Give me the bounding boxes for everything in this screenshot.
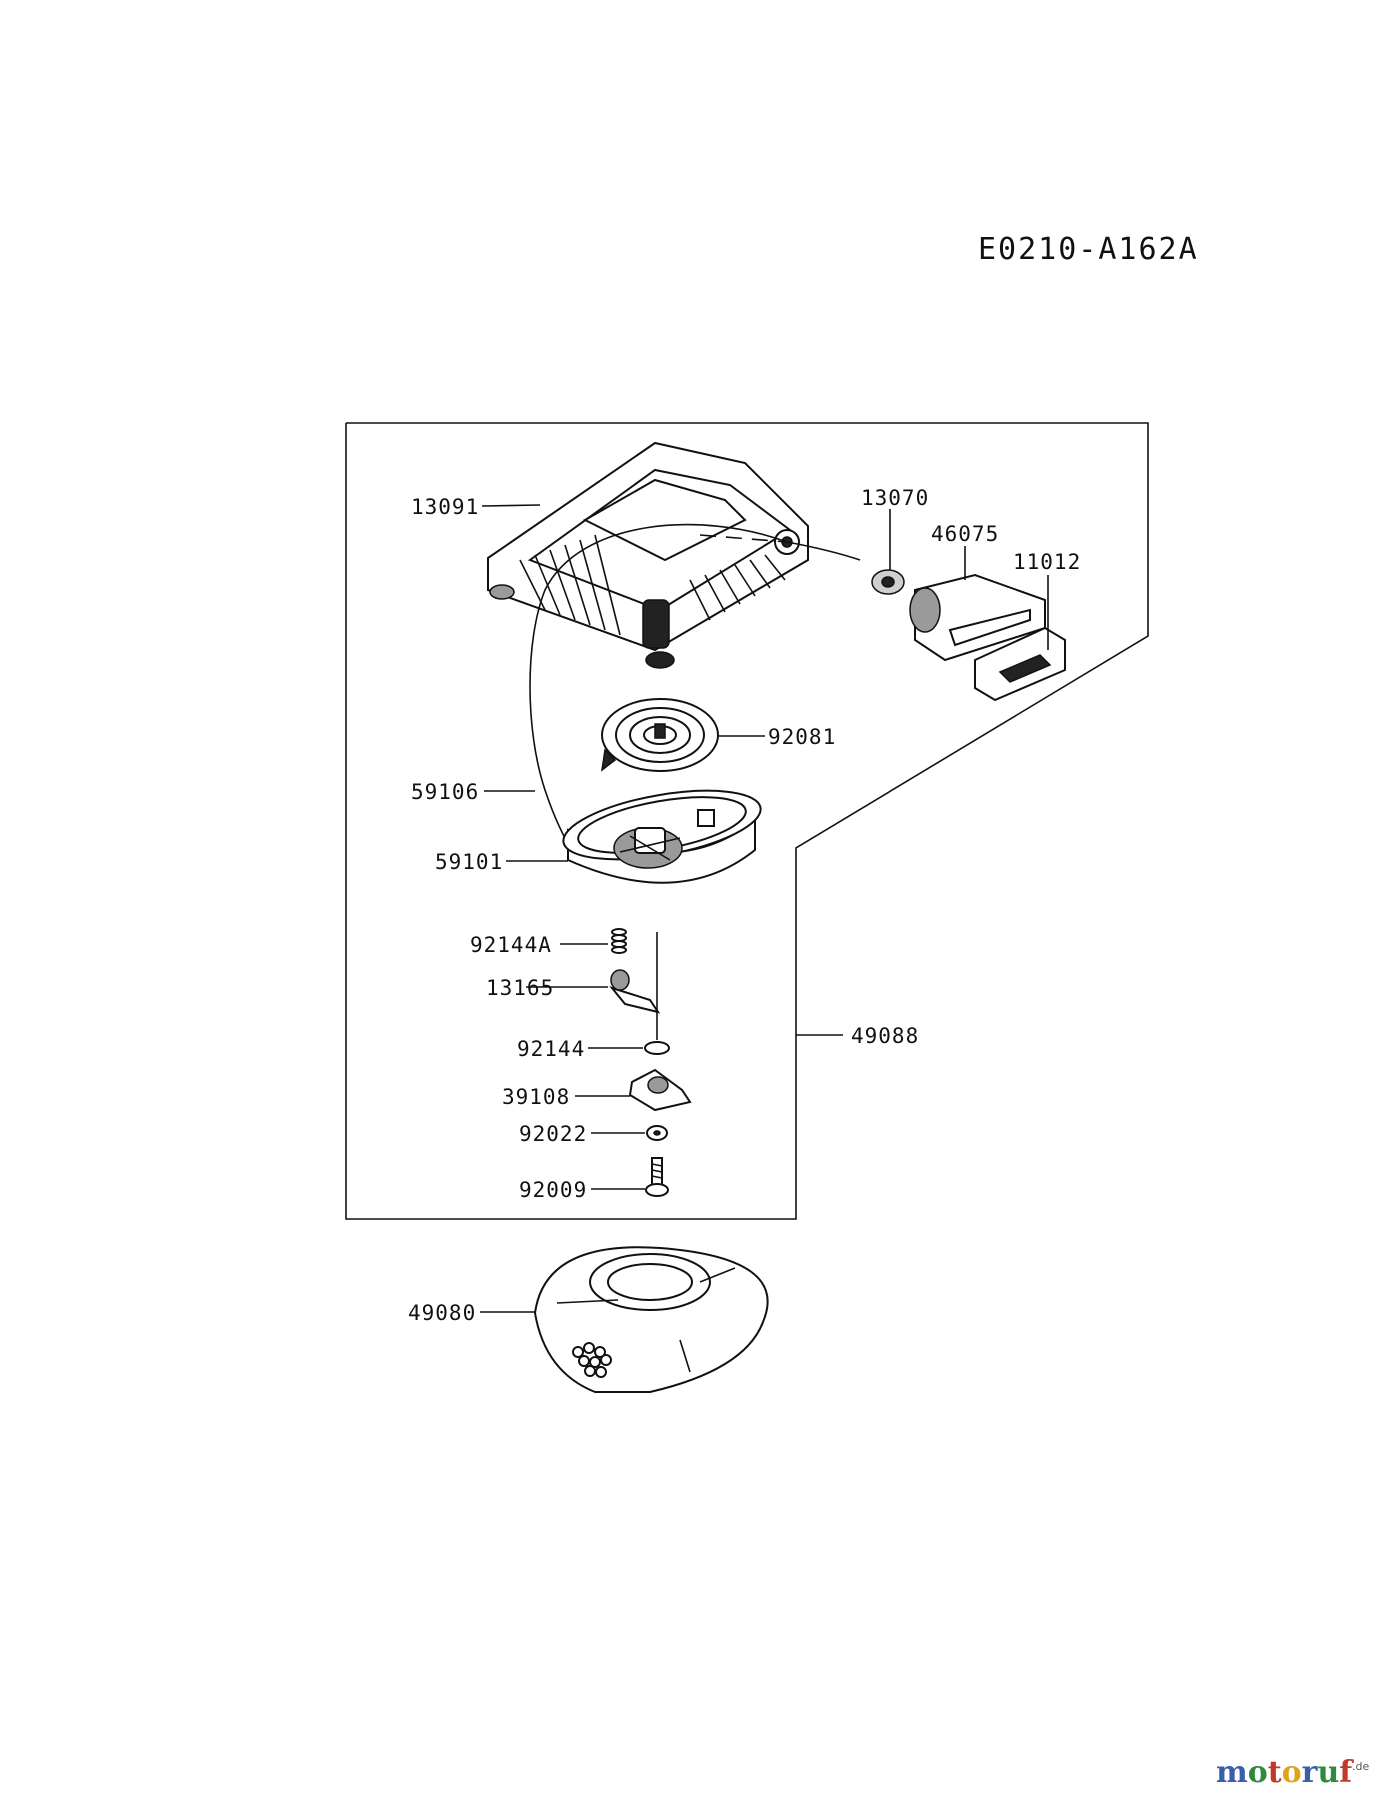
motoruf-watermark: motoruf .de — [1216, 1755, 1369, 1790]
watermark-letter: t — [1268, 1755, 1282, 1790]
assembly-boundary — [345, 422, 1149, 1220]
center-bolt — [645, 1157, 669, 1197]
label-49088: 49088 — [851, 1024, 919, 1048]
watermark-letter: m — [1216, 1755, 1248, 1790]
label-46075: 46075 — [931, 522, 999, 546]
label-13165: 13165 — [486, 976, 554, 1000]
housing-fins — [519, 534, 786, 636]
flat-washer — [646, 1125, 668, 1141]
watermark-suffix: .de — [1352, 1760, 1369, 1773]
label-11012: 11012 — [1013, 550, 1081, 574]
label-92022: 92022 — [519, 1122, 587, 1146]
ratchet-spring — [611, 928, 627, 954]
rope-reel — [562, 789, 762, 884]
watermark-logo: motoruf — [1216, 1755, 1354, 1790]
watermark-letter: o — [1248, 1755, 1268, 1790]
grip-insert — [871, 569, 905, 595]
starter-pulley-plate — [533, 1246, 769, 1393]
starter-rope — [529, 523, 788, 856]
label-49080: 49080 — [408, 1301, 476, 1325]
recoil-housing — [487, 441, 809, 669]
plate-grip-dots — [572, 1342, 612, 1378]
handle-grip-pad — [974, 626, 1066, 702]
label-92144A: 92144A — [470, 933, 552, 957]
ratchet-pawl — [609, 969, 661, 1014]
watermark-letter: f — [1339, 1755, 1354, 1790]
recoil-spring — [600, 698, 719, 772]
label-92144: 92144 — [517, 1037, 585, 1061]
label-13070: 13070 — [861, 486, 929, 510]
watermark-letter: o — [1282, 1755, 1302, 1790]
label-59106: 59106 — [411, 780, 479, 804]
watermark-letter: u — [1317, 1755, 1339, 1790]
ratchet-guide — [628, 1068, 692, 1112]
label-13091: 13091 — [411, 495, 479, 519]
spring-washer — [644, 1041, 670, 1055]
label-59101: 59101 — [435, 850, 503, 874]
label-39108: 39108 — [502, 1085, 570, 1109]
label-92081: 92081 — [768, 725, 836, 749]
watermark-letter: r — [1302, 1755, 1319, 1790]
diagram-code: E0210-A162A — [978, 232, 1199, 267]
label-92009: 92009 — [519, 1178, 587, 1202]
starter-handle — [909, 573, 1046, 662]
